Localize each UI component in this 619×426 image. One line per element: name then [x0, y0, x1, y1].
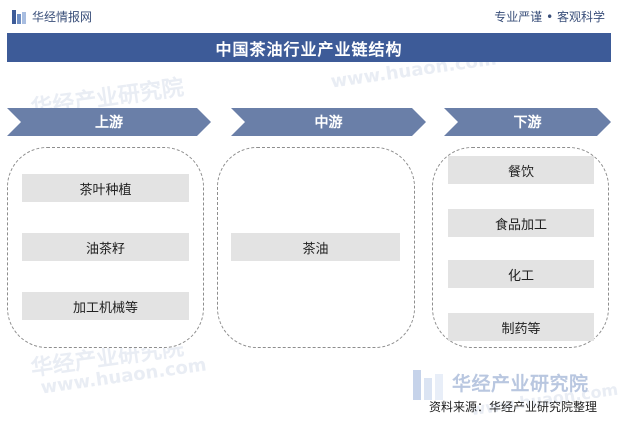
- logo-icon: [12, 9, 26, 24]
- slogan: 专业严谨 • 客观科学: [494, 10, 605, 24]
- footer-brand: 华经产业研究院: [452, 373, 589, 395]
- downstream-item: 化工: [448, 260, 594, 288]
- upstream-item: 加工机械等: [22, 292, 189, 320]
- source-note: 资料来源：华经产业研究院整理: [428, 400, 597, 414]
- downstream-item: 餐饮: [448, 156, 594, 184]
- upstream-item: 茶叶种植: [22, 174, 189, 202]
- downstream-item: 制药等: [448, 313, 594, 341]
- upstream-item: 油茶籽: [22, 233, 189, 261]
- stage-downstream-header: 下游: [444, 108, 611, 136]
- page-title: 中国茶油行业产业链结构: [7, 33, 611, 62]
- brand[interactable]: 华经情报网: [12, 8, 92, 25]
- downstream-item: 食品加工: [448, 209, 594, 237]
- stage-upstream-header: 上游: [7, 108, 211, 136]
- midstream-item: 茶油: [231, 233, 400, 261]
- footer-logo-icon: [413, 370, 443, 400]
- watermark-url: www.huaon.com: [39, 354, 208, 399]
- brand-name: 华经情报网: [32, 10, 93, 24]
- stage-midstream-header: 中游: [231, 108, 426, 136]
- top-bar: 华经情报网 专业严谨 • 客观科学: [0, 0, 619, 33]
